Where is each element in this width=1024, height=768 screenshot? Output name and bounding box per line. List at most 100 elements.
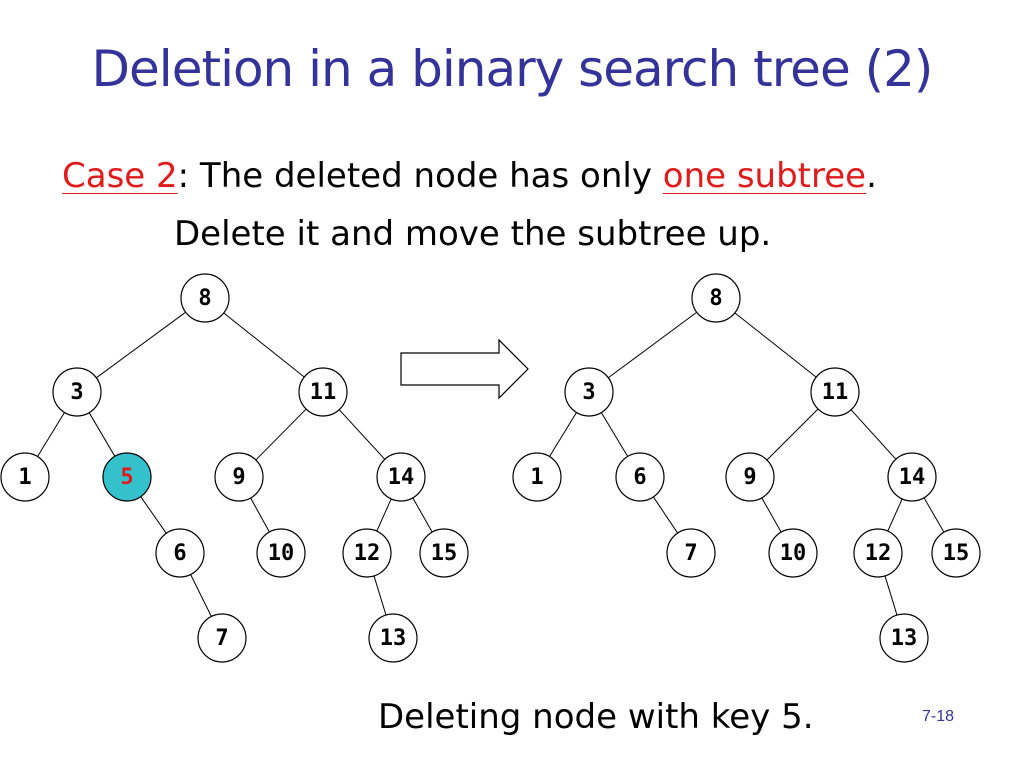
before-edge bbox=[412, 497, 433, 533]
after-node-9: 9 bbox=[725, 452, 775, 502]
tree-after-edges bbox=[549, 311, 945, 616]
after-node-13: 13 bbox=[879, 613, 929, 663]
after-node-7: 7 bbox=[666, 528, 716, 578]
node-circle bbox=[615, 452, 665, 502]
node-key: 7 bbox=[684, 541, 697, 566]
before-node-13: 13 bbox=[368, 613, 418, 663]
node-circle bbox=[931, 528, 981, 578]
node-key: 10 bbox=[780, 541, 807, 566]
node-key: 9 bbox=[232, 465, 245, 490]
before-node-7: 7 bbox=[197, 613, 247, 663]
node-key: 13 bbox=[891, 626, 918, 651]
node-circle bbox=[419, 528, 469, 578]
node-circle bbox=[725, 452, 775, 502]
node-circle bbox=[214, 452, 264, 502]
before-edge bbox=[373, 575, 387, 616]
node-circle bbox=[0, 452, 50, 502]
after-node-12: 12 bbox=[853, 528, 903, 578]
case-period: . bbox=[866, 156, 877, 196]
before-edge bbox=[376, 498, 392, 532]
after-edge bbox=[607, 311, 698, 379]
before-node-14: 14 bbox=[376, 452, 426, 502]
node-key: 1 bbox=[18, 465, 31, 490]
node-circle bbox=[155, 528, 205, 578]
node-circle bbox=[887, 452, 937, 502]
before-node-3: 3 bbox=[52, 367, 102, 417]
after-node-10: 10 bbox=[768, 528, 818, 578]
before-node-5: 5 bbox=[102, 452, 152, 502]
node-circle bbox=[298, 367, 348, 417]
node-circle bbox=[512, 452, 562, 502]
node-key: 7 bbox=[215, 626, 228, 651]
case-statement: Case 2: The deleted node has only one su… bbox=[62, 156, 877, 196]
node-circle bbox=[564, 367, 614, 417]
before-node-12: 12 bbox=[342, 528, 392, 578]
node-key: 15 bbox=[431, 541, 458, 566]
node-circle bbox=[52, 367, 102, 417]
page-number: 7-18 bbox=[922, 708, 955, 725]
node-circle bbox=[368, 613, 418, 663]
after-edge bbox=[884, 575, 898, 616]
after-node-3: 3 bbox=[564, 367, 614, 417]
node-key: 10 bbox=[268, 541, 295, 566]
before-edge bbox=[223, 312, 305, 378]
after-node-1: 1 bbox=[512, 452, 562, 502]
node-circle bbox=[879, 613, 929, 663]
node-circle bbox=[197, 613, 247, 663]
node-circle bbox=[853, 528, 903, 578]
after-edge bbox=[766, 408, 819, 461]
before-node-11: 11 bbox=[298, 367, 348, 417]
after-edge bbox=[761, 497, 782, 533]
node-key: 11 bbox=[822, 380, 849, 405]
node-key: 14 bbox=[388, 465, 415, 490]
transform-arrow-icon bbox=[400, 338, 529, 400]
before-edge bbox=[338, 409, 386, 460]
tree-before-edges bbox=[37, 311, 433, 617]
node-circle bbox=[768, 528, 818, 578]
node-circle bbox=[810, 367, 860, 417]
before-node-6: 6 bbox=[155, 528, 205, 578]
node-key: 13 bbox=[380, 626, 407, 651]
before-edge bbox=[250, 497, 270, 533]
after-node-6: 6 bbox=[615, 452, 665, 502]
node-key: 9 bbox=[743, 465, 756, 490]
case-highlight: one subtree bbox=[662, 156, 867, 196]
after-node-14: 14 bbox=[887, 452, 937, 502]
node-key: 1 bbox=[530, 465, 543, 490]
case-text: : The deleted node has only bbox=[177, 156, 663, 196]
before-node-9: 9 bbox=[214, 452, 264, 502]
node-key: 15 bbox=[943, 541, 970, 566]
node-key: 5 bbox=[120, 465, 133, 490]
after-edge bbox=[652, 496, 679, 534]
after-edge bbox=[549, 412, 577, 457]
node-key: 3 bbox=[70, 380, 83, 405]
after-node-8: 8 bbox=[691, 273, 741, 323]
node-circle bbox=[342, 528, 392, 578]
after-edge bbox=[734, 312, 817, 378]
node-key: 6 bbox=[173, 541, 186, 566]
slide-title: Deletion in a binary search tree (2) bbox=[91, 40, 934, 98]
before-edge bbox=[96, 311, 186, 379]
before-node-10: 10 bbox=[256, 528, 306, 578]
after-edge bbox=[600, 412, 629, 457]
after-edge bbox=[850, 409, 897, 460]
node-circle bbox=[256, 528, 306, 578]
node-key: 3 bbox=[582, 380, 595, 405]
node-circle bbox=[666, 528, 716, 578]
before-edge bbox=[140, 496, 167, 534]
after-edge bbox=[887, 498, 903, 532]
after-edge bbox=[923, 497, 945, 533]
before-node-1: 1 bbox=[0, 452, 50, 502]
before-edge bbox=[37, 412, 65, 457]
before-edge bbox=[190, 574, 212, 617]
case-label: Case 2 bbox=[62, 156, 178, 196]
caption: Deleting node with key 5. bbox=[378, 697, 814, 737]
node-key: 12 bbox=[354, 541, 381, 566]
node-key: 14 bbox=[899, 465, 926, 490]
node-circle bbox=[102, 452, 152, 502]
node-circle bbox=[376, 452, 426, 502]
node-key: 12 bbox=[865, 541, 892, 566]
